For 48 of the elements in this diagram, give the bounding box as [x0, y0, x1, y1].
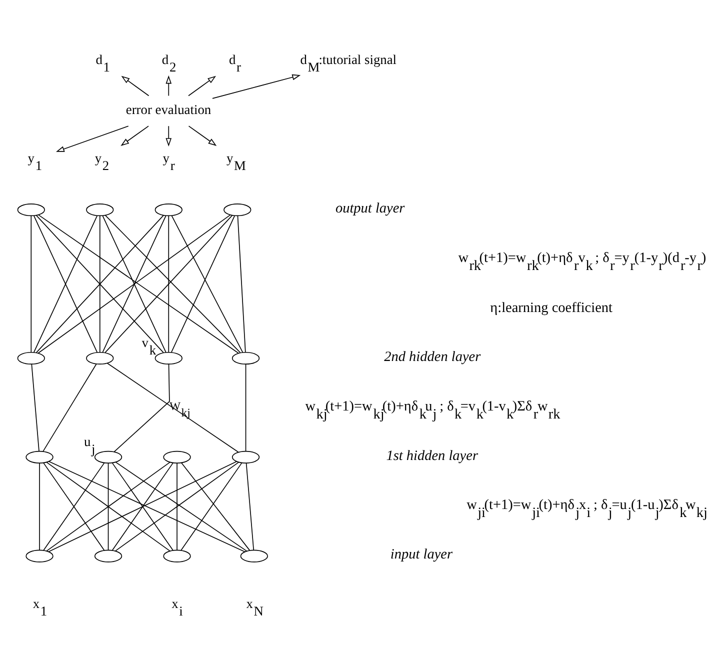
label: 2nd hidden layer — [384, 348, 481, 365]
connector — [245, 364, 246, 452]
node-ellipse — [86, 204, 114, 216]
connector — [112, 462, 174, 551]
arrow — [212, 74, 301, 99]
node-ellipse — [26, 450, 54, 464]
node-ellipse — [94, 450, 122, 464]
arrow — [120, 126, 149, 146]
node-ellipse — [163, 550, 191, 562]
label: 1st hidden layer — [386, 448, 478, 464]
node-ellipse — [232, 352, 260, 365]
node-ellipse — [154, 352, 182, 365]
node-ellipse — [224, 204, 252, 216]
node-ellipse — [240, 550, 268, 562]
connector — [36, 215, 164, 353]
node-ellipse — [94, 550, 122, 562]
label: input layer — [390, 546, 453, 563]
node-ellipse — [232, 450, 260, 464]
connector — [237, 215, 246, 353]
connector — [114, 364, 170, 452]
arrow — [56, 126, 129, 152]
connector — [168, 215, 170, 353]
node-ellipse — [86, 352, 114, 365]
arrow — [188, 76, 216, 96]
arrow — [121, 76, 150, 96]
node-ellipse — [163, 450, 191, 464]
arrow — [166, 75, 172, 96]
connector — [176, 462, 178, 551]
arrow — [166, 126, 172, 146]
connector — [99, 215, 100, 353]
label: η:learning coefficient — [490, 300, 612, 316]
connector — [43, 462, 105, 551]
node-ellipse — [17, 204, 45, 216]
connector — [108, 462, 109, 551]
node-ellipse — [26, 550, 54, 562]
connector — [31, 364, 40, 452]
connector — [246, 462, 254, 551]
node-ellipse — [154, 204, 182, 216]
connector — [106, 362, 239, 452]
connector — [39, 462, 40, 551]
arrow — [188, 126, 217, 146]
label: output layer — [335, 200, 405, 216]
connector — [46, 462, 170, 552]
connector — [42, 364, 97, 452]
node-ellipse — [17, 352, 45, 365]
connector — [30, 215, 32, 353]
node-text: error evaluation — [126, 102, 212, 118]
connector — [102, 215, 166, 353]
